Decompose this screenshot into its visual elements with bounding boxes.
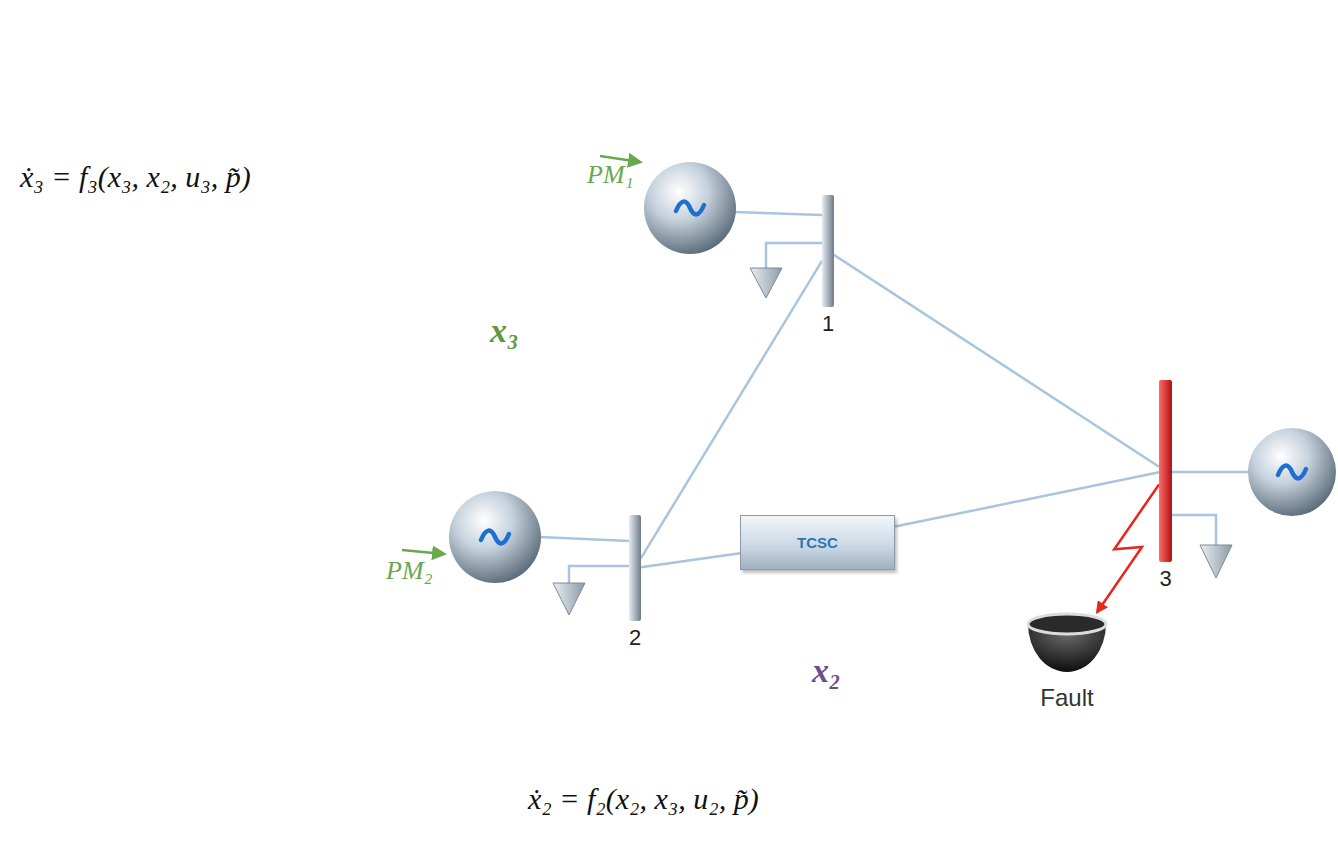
generator-feeder bbox=[1171, 471, 1250, 474]
transmission-line bbox=[895, 472, 1159, 526]
fault-bowl-rim bbox=[1028, 614, 1106, 634]
bus-bar: 2 bbox=[629, 515, 641, 621]
load-symbol bbox=[1200, 545, 1232, 578]
generator-symbol bbox=[644, 162, 736, 254]
bus-number: 1 bbox=[822, 311, 834, 337]
generator-symbol bbox=[449, 491, 541, 583]
region-outline bbox=[255, 15, 785, 735]
mechanical-power-label: PM₁ bbox=[587, 160, 634, 190]
state-equation: ẋ₃ = f₃(x₃, x₂, u₃, p̃) bbox=[20, 160, 251, 194]
region-outline bbox=[640, 420, 1060, 740]
area-region: x₂ TCSC bbox=[640, 420, 1060, 740]
tcsc-device: TCSC bbox=[740, 515, 895, 570]
area-region: x₃ bbox=[255, 15, 785, 735]
mechanical-power-label: PM₂ bbox=[386, 556, 433, 586]
transmission-line bbox=[641, 261, 822, 558]
load-feeder bbox=[569, 566, 629, 583]
bus-number: 3 bbox=[1159, 566, 1171, 592]
generator-feeder bbox=[540, 537, 629, 541]
fault-ground: Fault bbox=[1022, 612, 1112, 737]
load-feeder bbox=[1171, 515, 1216, 545]
fault-arrow bbox=[1097, 484, 1159, 612]
generator-sphere bbox=[644, 162, 736, 254]
state-vector-label: x₃ bbox=[490, 312, 519, 350]
state-vector-label: x₂ bbox=[812, 652, 841, 690]
load-symbol bbox=[750, 268, 782, 298]
load-symbol bbox=[553, 583, 585, 615]
bus-bar: 1 bbox=[822, 195, 834, 307]
ac-symbol bbox=[1278, 466, 1306, 479]
region-fill bbox=[266, 20, 767, 709]
load-feeder bbox=[766, 243, 822, 268]
generator-feeder bbox=[735, 212, 822, 215]
mechanical-power-arrow bbox=[402, 550, 444, 554]
generator-sphere bbox=[449, 491, 541, 583]
bus-number: 2 bbox=[629, 625, 641, 651]
ac-symbol bbox=[676, 202, 704, 215]
device-label: TCSC bbox=[797, 534, 838, 551]
region-fill bbox=[647, 435, 1048, 716]
generator-sphere bbox=[1248, 428, 1336, 516]
transmission-line bbox=[834, 255, 1159, 467]
transmission-line bbox=[641, 553, 740, 567]
fault-label: Fault bbox=[1022, 684, 1112, 712]
state-equation: ẋ₂ = f₂(x₂, x₃, u₂, p̃) bbox=[528, 782, 759, 816]
generator-symbol bbox=[1248, 428, 1336, 516]
ac-symbol bbox=[481, 531, 509, 544]
fault-bowl bbox=[1026, 612, 1108, 674]
faulted-bus-bar: 3 bbox=[1159, 380, 1172, 562]
